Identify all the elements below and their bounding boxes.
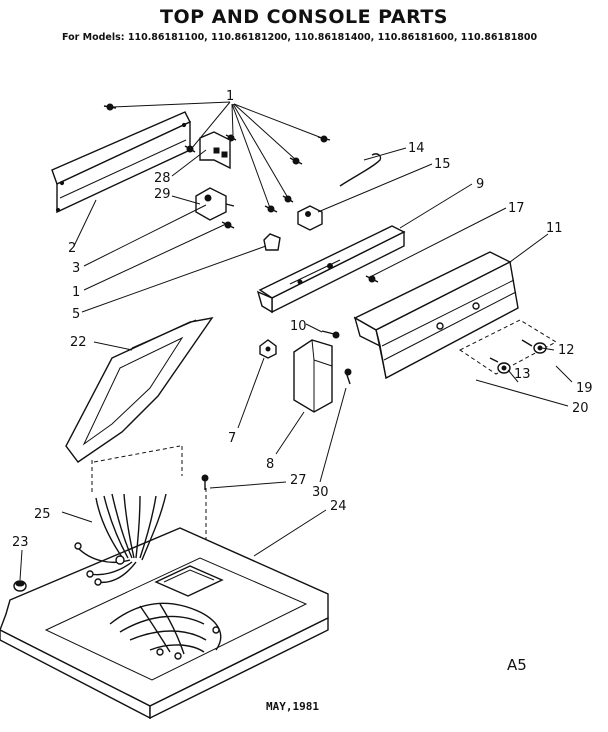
part-10-screw: [321, 330, 340, 339]
leader-lines-1: [111, 101, 323, 209]
part-23-cap: [13, 580, 27, 592]
callout-9: 9: [476, 177, 484, 192]
part-28-bracket: [199, 131, 231, 170]
part-27-screw: [201, 474, 209, 490]
callout-leaders: [19, 147, 573, 581]
callout-3: 3: [72, 261, 80, 276]
callout-30: 30: [312, 485, 329, 500]
dash-connectors: [91, 445, 207, 548]
part-15-switch: [297, 205, 323, 231]
part-24-top-panel: [0, 527, 329, 720]
part-8-cover: [293, 339, 333, 413]
part-11-console-housing: [353, 251, 519, 380]
callout-23: 23: [12, 535, 29, 550]
callout-2: 2: [68, 241, 76, 256]
part-29-switch: [195, 187, 235, 221]
callout-20: 20: [572, 401, 589, 416]
models-list: For Models: 110.86181100, 110.86181200, …: [62, 32, 538, 43]
diagram-title: TOP AND CONSOLE PARTS: [160, 6, 448, 28]
part-9-console-bracket: [256, 225, 406, 314]
callout-8: 8: [266, 457, 274, 472]
callout-29: 29: [154, 187, 171, 202]
callout-11: 11: [546, 221, 563, 236]
callout-14: 14: [408, 141, 425, 156]
part-5-clip: [263, 233, 281, 251]
part-14-wire: [339, 153, 382, 187]
parts-12-13-knobs: [459, 319, 558, 375]
part-30-screw: [344, 368, 352, 385]
panel-wiring: [109, 602, 222, 660]
callout-27: 27: [290, 473, 307, 488]
callout-22: 22: [70, 335, 87, 350]
callout-25: 25: [34, 507, 51, 522]
callout-28: 28: [154, 171, 171, 186]
diagram-code: A5: [507, 656, 527, 674]
callout-1-top: 1: [226, 89, 234, 104]
callout-7: 7: [228, 431, 236, 446]
screws-group: [103, 103, 379, 283]
callout-24: 24: [330, 499, 347, 514]
callout-12: 12: [558, 343, 575, 358]
callout-15: 15: [434, 157, 451, 172]
callout-13: 13: [514, 367, 531, 382]
callout-10: 10: [290, 319, 307, 334]
part-25-wire-harness: [74, 493, 167, 586]
callout-19: 19: [576, 381, 593, 396]
callout-17: 17: [508, 201, 525, 216]
part-22-panel: [65, 317, 214, 463]
date-stamp: MAY,1981: [266, 700, 319, 713]
callout-5: 5: [72, 307, 80, 322]
callout-1-lower: 1: [72, 285, 80, 300]
part-7-knob: [259, 339, 277, 359]
